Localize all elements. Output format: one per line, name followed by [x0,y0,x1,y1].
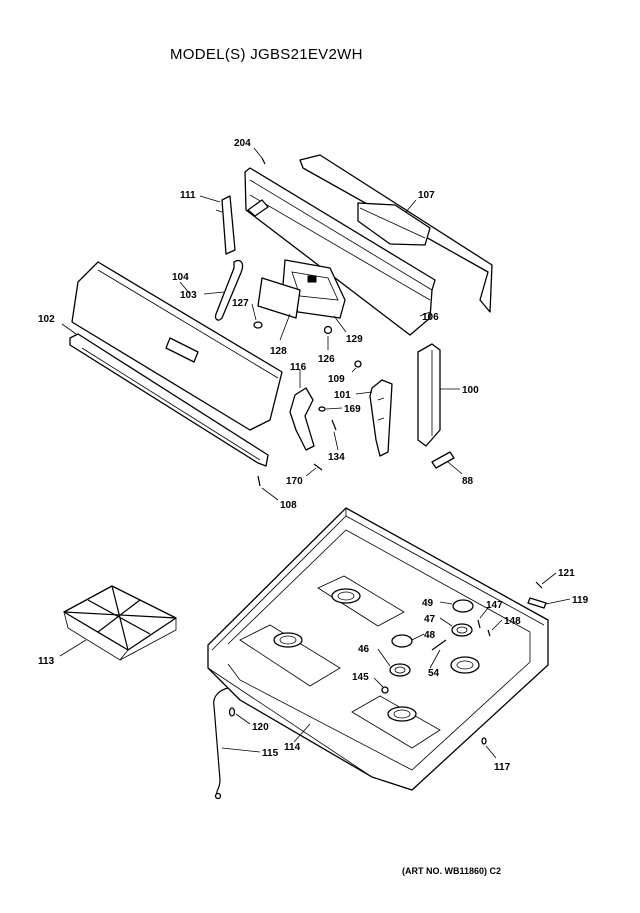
rear-right-burner [450,656,480,674]
orifice-54 [431,639,447,651]
callout-47: 47 [424,614,436,625]
small-part-109 [354,360,362,368]
pin-148 [487,629,491,637]
callout-170: 170 [286,476,303,487]
callout-120: 120 [252,722,269,733]
rear-left-burner-pan [317,575,405,627]
backsplash-panel [244,167,436,336]
side-bracket-111 [215,195,236,255]
callout-101: 101 [334,390,351,401]
model-title: MODEL(S) JGBS21EV2WH [170,46,363,63]
callout-103: 103 [180,290,197,301]
small-part-126 [323,325,333,335]
callout-54: 54 [428,668,440,679]
clip-120 [228,707,236,717]
bracket-101 [369,379,393,457]
callout-128: 128 [270,346,287,357]
screw-145 [381,686,389,694]
callout-111: 111 [180,190,196,201]
rear-trim-cover [299,154,493,313]
callout-126: 126 [318,354,335,365]
control-panel-104 [71,261,283,431]
callout-108: 108 [280,500,297,511]
callout-127: 127 [232,298,249,309]
callout-145: 145 [352,672,369,683]
screw-134 [331,419,337,431]
callout-121: 121 [558,568,575,579]
callout-49: 49 [422,598,434,609]
callout-116: 116 [290,362,307,373]
callout-100: 100 [462,385,479,396]
leader-lines [59,147,571,759]
callout-48: 48 [424,630,436,641]
callout-104: 104 [172,272,189,283]
callout-46: 46 [358,644,370,655]
trim-strip-102 [69,333,269,467]
screw-121 [535,581,543,589]
callout-114: 114 [284,742,301,753]
callout-129: 129 [346,334,363,345]
screw-204 [261,157,266,165]
front-right-burner-pan [351,695,441,749]
callout-134: 134 [328,452,345,463]
callout-148: 148 [504,616,521,627]
callout-169: 169 [344,404,361,415]
burner-head-46 [389,663,411,677]
callout-88: 88 [462,476,474,487]
art-number: (ART NO. WB11860) C2 [402,866,502,876]
callout-119: 119 [572,595,589,606]
gas-tube-115 [213,687,229,800]
callout-107: 107 [418,190,435,201]
insulator-88 [431,451,455,469]
screw-108 [257,475,261,487]
clip-169 [318,406,326,412]
callout-102: 102 [38,314,55,325]
callout-117: 117 [494,762,511,773]
knob-bracket-116 [289,387,315,451]
callout-113: 113 [38,656,55,667]
screw-170 [313,463,323,471]
burner-head-49 [452,599,474,613]
grate-113 [63,585,177,661]
hinge-pin-119 [527,597,547,609]
spring-147 [477,619,481,629]
screw-127 [253,321,263,329]
callout-106: 106 [422,312,439,323]
callout-115: 115 [262,748,279,759]
fastener-117 [481,737,487,745]
end-cap-100 [417,343,441,447]
callout-109: 109 [328,374,345,385]
callout-204: 204 [234,138,251,149]
hinge-103 [214,259,244,321]
front-left-burner-pan [239,624,341,687]
callout-147: 147 [486,600,503,611]
burner-head-47 [451,623,473,637]
burner-head-48 [391,634,413,648]
lens-128 [257,277,301,319]
